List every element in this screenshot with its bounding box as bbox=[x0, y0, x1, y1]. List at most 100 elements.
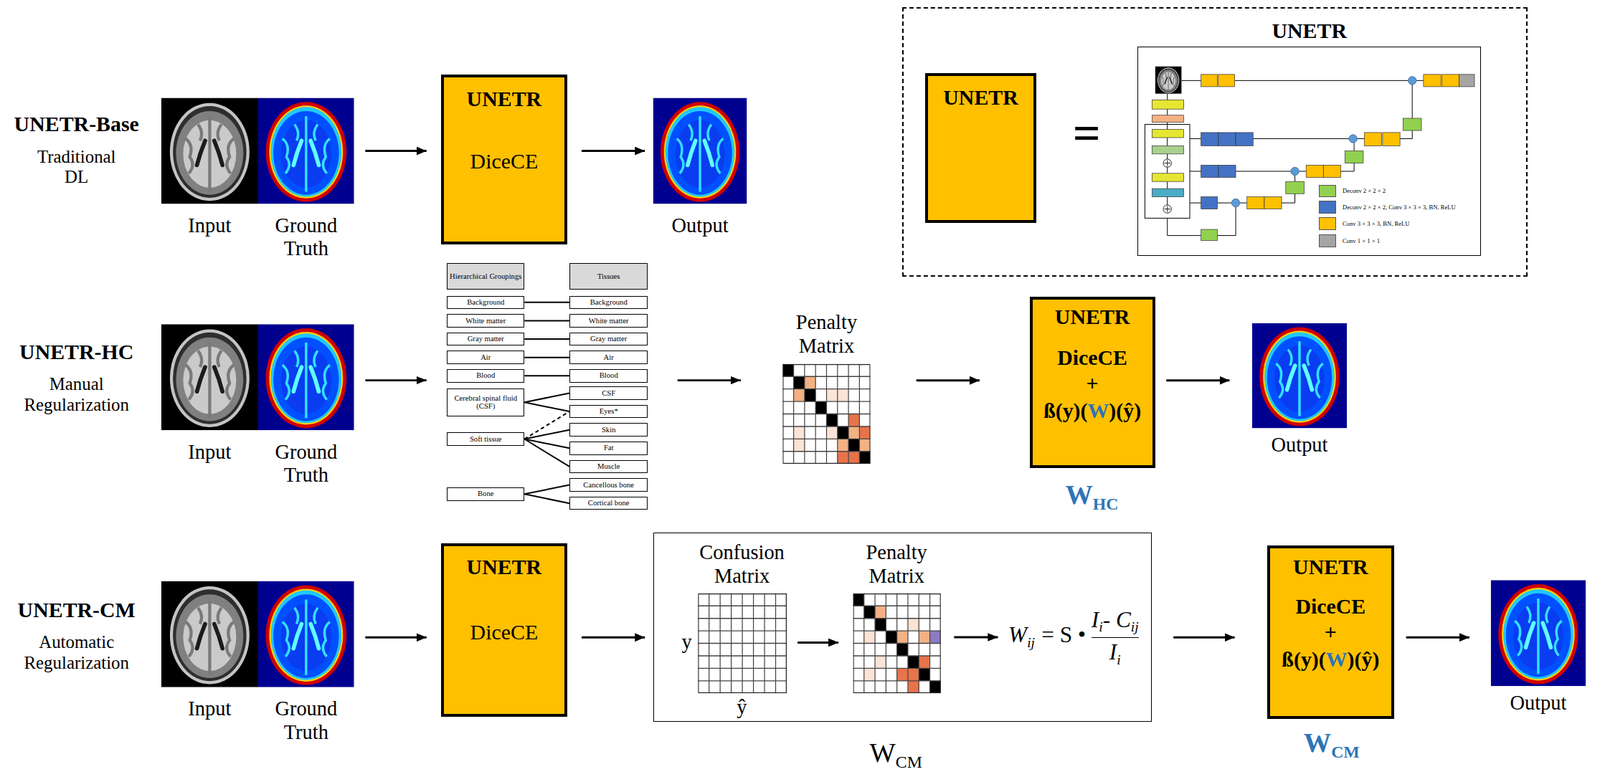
hierarchy-link bbox=[524, 338, 570, 340]
caption-text: Ground Truth bbox=[258, 214, 355, 262]
image-caption: Output bbox=[1252, 433, 1347, 458]
text-line: UNETR bbox=[928, 85, 1034, 110]
node-text: DiceCE bbox=[1057, 345, 1128, 370]
text-line: UNETR bbox=[443, 86, 565, 112]
tissue-box: Background bbox=[569, 296, 649, 310]
box-text: Muscle bbox=[597, 462, 620, 472]
image-caption: Output bbox=[1490, 692, 1586, 716]
text-line: UNETR bbox=[1032, 304, 1153, 330]
node-text: W bbox=[1326, 647, 1348, 672]
box-text: Skin bbox=[601, 425, 617, 435]
hierarchy-link bbox=[524, 430, 570, 440]
tissue-box: Gray matter bbox=[569, 332, 649, 346]
matrix-grid: Confusion Matrix bbox=[697, 593, 787, 694]
tissue-box: Background bbox=[446, 296, 525, 310]
weight-symbol: WCM bbox=[1303, 727, 1360, 764]
tissue-box: Air bbox=[569, 350, 649, 364]
text-line: DiceCE bbox=[443, 620, 565, 645]
heading: UNETR bbox=[1138, 18, 1481, 44]
hierarchy-link bbox=[524, 301, 570, 304]
caption-text: Output bbox=[1252, 433, 1347, 458]
equals-sign: = bbox=[1056, 104, 1118, 162]
row-subtitle: Traditional DL bbox=[27, 147, 125, 188]
node-text: ß(y)( bbox=[1043, 398, 1088, 423]
heading: Penalty Matrix bbox=[782, 311, 870, 358]
matrix-grid: Penalty Matrix bbox=[852, 593, 941, 694]
legend-text: Deconv 2 × 2 × 2 bbox=[1342, 187, 1386, 195]
node-text: UNETR bbox=[466, 555, 543, 579]
segmentation-image bbox=[1252, 323, 1347, 429]
node-text: )(ŷ) bbox=[1108, 398, 1142, 423]
image-panel: Output bbox=[653, 98, 748, 205]
flow-arrow bbox=[581, 636, 645, 639]
text-line: + bbox=[1032, 371, 1153, 396]
hierarchy-link bbox=[524, 357, 570, 359]
text-line: + bbox=[1270, 620, 1391, 645]
hierarchy-link bbox=[524, 375, 570, 377]
confusion-matrix-image bbox=[697, 593, 787, 694]
formula-fraction: Ii- CijIi bbox=[1091, 607, 1139, 669]
node-text: UNETR bbox=[943, 85, 1019, 110]
legend-text: Deconv 2 × 2 × 2, Conv 3 × 3 × 3, BN, Re… bbox=[1342, 203, 1456, 211]
caption-text: Ground Truth bbox=[258, 441, 355, 488]
hierarchy-link bbox=[524, 393, 570, 403]
hierarchy-link bbox=[524, 319, 570, 322]
text-line: DiceCE bbox=[443, 149, 565, 174]
formula-subscript: i bbox=[1098, 619, 1103, 635]
model-box: UNETR DiceCE bbox=[441, 543, 568, 718]
model-box: UNETR bbox=[925, 73, 1037, 224]
subscript-text: CM bbox=[1331, 742, 1360, 762]
segmentation-image bbox=[258, 581, 355, 688]
subscript-text: CM bbox=[895, 753, 923, 772]
model-box: UNETRDiceCE+ß(y)(W)(ŷ) bbox=[1029, 296, 1156, 469]
mri-image bbox=[161, 581, 259, 688]
formula-numerator: Ii- Cij bbox=[1091, 607, 1139, 637]
legend-row: Deconv 2 × 2 × 2, Conv 3 × 3 × 3, BN, Re… bbox=[1318, 200, 1456, 214]
image-caption: Ground Truth bbox=[258, 214, 355, 262]
axis-label: ŷ bbox=[731, 696, 752, 721]
text-line: DiceCE bbox=[1032, 345, 1153, 371]
tissue-box: Soft tissue bbox=[446, 432, 525, 446]
flow-arrow bbox=[1406, 636, 1470, 639]
weight-symbol: WHC bbox=[1064, 479, 1119, 515]
flow-arrow bbox=[916, 379, 980, 382]
node-text: DiceCE bbox=[1295, 594, 1366, 619]
image-panel: Output bbox=[1490, 580, 1586, 688]
tissue-box: Cortical bone bbox=[569, 496, 649, 510]
row-subtitle: Manual Regularization bbox=[15, 374, 138, 416]
tissue-box: Bone bbox=[446, 487, 525, 501]
image-caption: Input bbox=[161, 214, 259, 239]
legend-text: Conv 3 × 3 × 3, BN, ReLU bbox=[1342, 220, 1410, 228]
tissue-box: Muscle bbox=[569, 460, 649, 474]
text-line: DiceCE bbox=[1270, 594, 1391, 619]
image-panel: Ground Truth bbox=[258, 324, 355, 431]
tissue-box: Cerebral spinal fluid (CSF) bbox=[446, 388, 525, 416]
box-text: CSF bbox=[601, 389, 616, 399]
penalty-matrix-image bbox=[782, 364, 870, 465]
table-header: Hierarchical Groupings bbox=[446, 263, 525, 290]
image-panel: Input bbox=[161, 324, 259, 431]
box-text: Hierarchical Groupings bbox=[449, 272, 522, 282]
hierarchy-link bbox=[524, 411, 570, 439]
node-text: DiceCE bbox=[470, 149, 539, 173]
box-text: Background bbox=[466, 298, 505, 307]
formula-subscript: ij bbox=[1130, 619, 1139, 635]
flow-arrow bbox=[797, 641, 839, 645]
box-text: White matter bbox=[465, 316, 506, 326]
legend-swatch bbox=[1318, 234, 1337, 248]
node-text: UNETR bbox=[1293, 555, 1369, 579]
text-line: UNETR bbox=[1270, 555, 1391, 580]
tissue-box: White matter bbox=[569, 314, 649, 328]
image-panel: Ground Truth bbox=[258, 581, 355, 688]
row-title: UNETR-CM bbox=[0, 598, 153, 623]
formula-text: I bbox=[1091, 607, 1099, 633]
formula-text: I bbox=[1109, 639, 1117, 665]
caption-text: Output bbox=[1490, 692, 1586, 716]
caption-text: Confusion Matrix bbox=[697, 541, 787, 589]
legend-swatch bbox=[1318, 217, 1337, 231]
heading: Penalty Matrix bbox=[852, 541, 941, 589]
node-text: ß(y)( bbox=[1281, 647, 1326, 672]
box-text: Eyes* bbox=[599, 407, 619, 416]
node-text: DiceCE bbox=[470, 620, 539, 645]
